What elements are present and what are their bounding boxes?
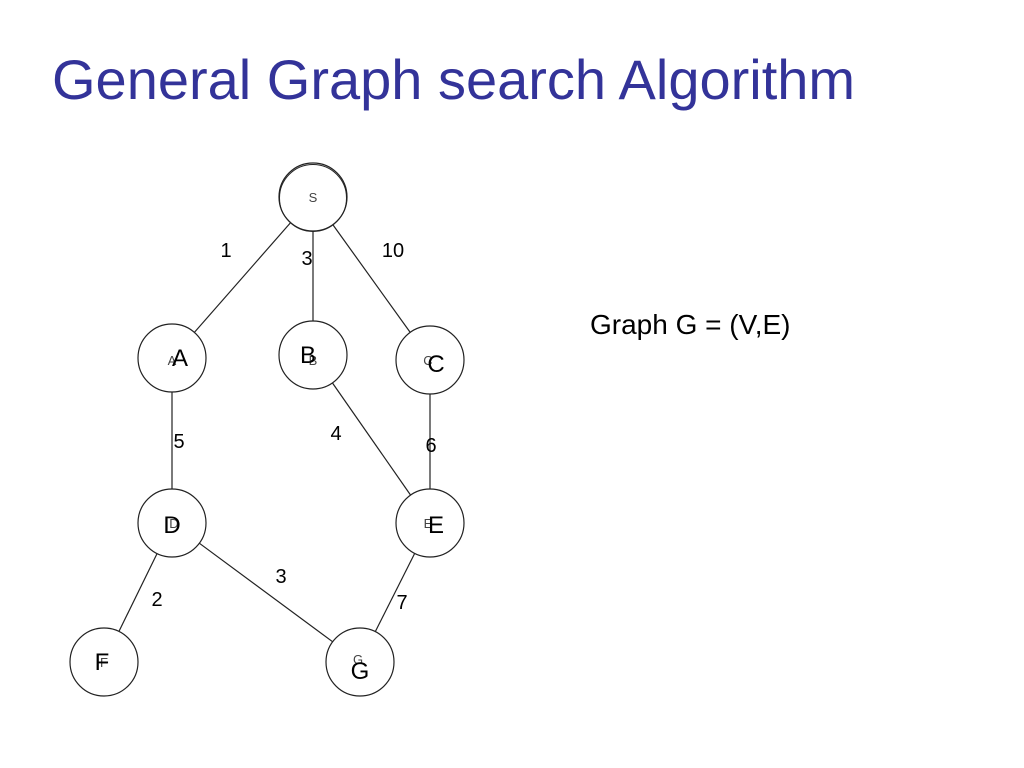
edge-weight-s-a: 1 (220, 240, 231, 262)
node-label-c: C (427, 351, 444, 378)
edge-weight-a-d: 5 (173, 431, 184, 453)
node-label-a: A (172, 345, 188, 372)
node-f: FF (69, 627, 139, 697)
edge-weight-d-f: 2 (151, 589, 162, 611)
node-small-label-c: C (423, 353, 432, 368)
node-label-f: F (95, 649, 110, 676)
node-label-b: B (300, 342, 316, 369)
edge-e-g (374, 553, 416, 632)
edge-weight-b-e: 4 (330, 423, 341, 445)
edge-weight-c-e: 6 (425, 435, 436, 457)
edge-weight-s-b: 3 (301, 248, 312, 270)
slide-title: General Graph search Algorithm (52, 48, 856, 111)
node-s: S (278, 162, 348, 232)
node-small-label-s: S (309, 190, 318, 205)
node-label-e: E (428, 512, 444, 539)
node-small-label-b: B (309, 353, 318, 368)
edges-layer (118, 222, 431, 643)
node-g: GG (325, 627, 395, 697)
node-d: DD (137, 488, 207, 558)
edge-weight-e-g: 7 (396, 592, 407, 614)
node-small-label-e: E (424, 516, 433, 531)
edge-weight-d-g: 3 (275, 566, 286, 588)
weights-layer: 1 3 10 5 4 6 2 3 7 (151, 240, 436, 614)
node-small-label-a: A (168, 353, 177, 368)
node-e: EE (395, 488, 465, 558)
edge-s-a (193, 222, 292, 333)
edge-s-c (332, 224, 411, 333)
edge-weight-s-c: 10 (382, 240, 404, 262)
node-circle-e (395, 488, 465, 558)
node-c: CC (395, 325, 465, 395)
node-circle-outline-s (279, 164, 347, 232)
node-circle-f (69, 627, 139, 697)
node-circle-g (325, 627, 395, 697)
nodes-layer: S AA BB CC DD EE FF GG (69, 162, 465, 697)
node-small-label-g: G (353, 652, 363, 667)
node-label-g: G (351, 658, 370, 685)
node-small-label-f: F (100, 655, 108, 670)
node-a: AA (137, 323, 207, 393)
node-circle-c (395, 325, 465, 395)
edge-d-f (118, 553, 158, 632)
edge-d-g (198, 542, 334, 643)
node-b: BB (278, 320, 348, 390)
edge-b-e (331, 382, 412, 496)
node-circle-a (137, 323, 207, 393)
node-circle-d (137, 488, 207, 558)
node-small-label-d: D (169, 516, 178, 531)
graph-definition: Graph G = (V,E) (590, 309, 791, 340)
node-circle-b (278, 320, 348, 390)
node-label-d: D (163, 512, 180, 539)
